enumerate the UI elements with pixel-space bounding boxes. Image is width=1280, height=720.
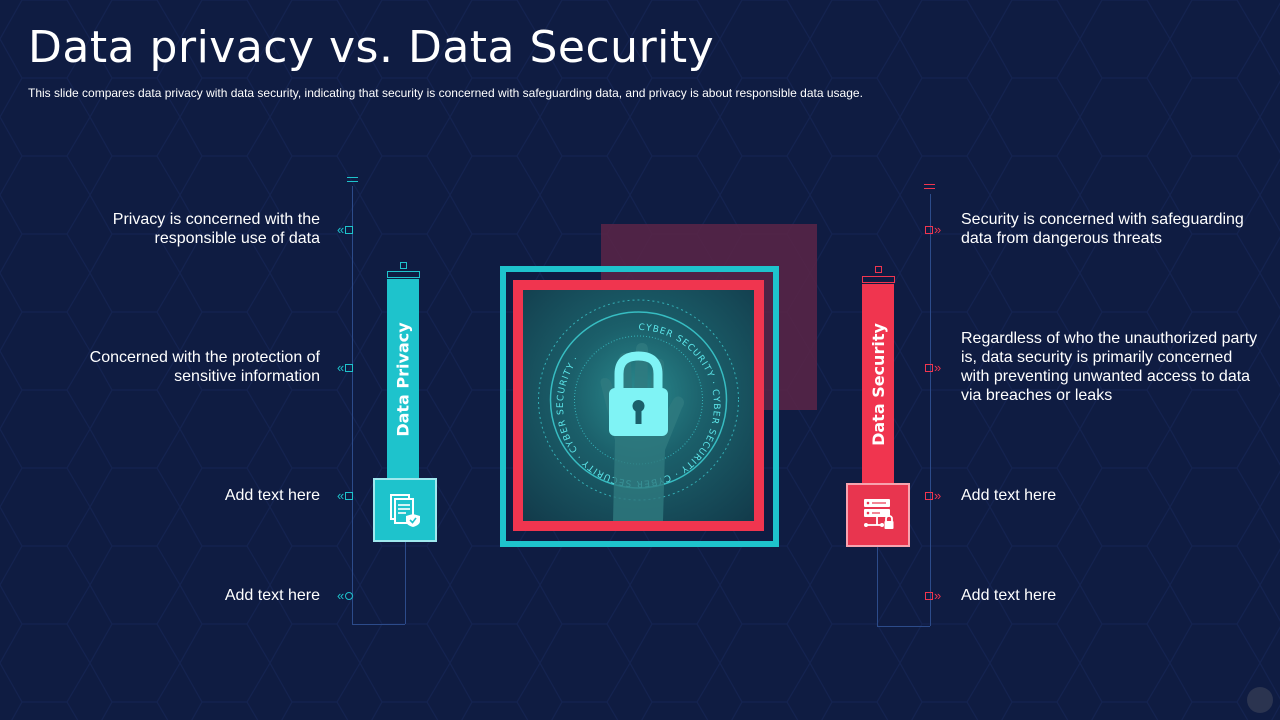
document-shield-icon	[390, 494, 420, 527]
cyber-security-illustration: CYBER SECURITY · CYBER SECURITY · CYBER …	[538, 299, 739, 521]
privacy-point-2: Concerned with the protection of sensiti…	[89, 349, 320, 385]
center-frame-outer	[500, 266, 779, 547]
privacy-label: Data Privacy	[393, 321, 413, 437]
security-label: Data Security	[868, 322, 888, 446]
privacy-marker-2: «	[337, 361, 354, 374]
privacy-point-3: Add text here	[224, 487, 320, 504]
privacy-timeline-base	[352, 624, 405, 625]
security-bar-cap	[862, 276, 895, 283]
security-timeline-connector	[877, 546, 878, 626]
security-marker-1: »	[925, 223, 941, 236]
privacy-bar-top-square	[400, 262, 407, 269]
security-marker-4: »	[925, 589, 941, 602]
security-point-4: Add text here	[961, 587, 1057, 604]
server-lock-icon	[864, 499, 894, 529]
privacy-timeline-connector	[405, 540, 406, 624]
security-marker-2: »	[925, 361, 941, 374]
privacy-bar-cap	[387, 271, 420, 278]
security-point-2: Regardless of who the unauthorized party…	[961, 330, 1258, 404]
privacy-point-1: Privacy is concerned with the responsibl…	[112, 211, 320, 247]
cyber-security-image: CYBER SECURITY · CYBER SECURITY · CYBER …	[513, 280, 764, 531]
security-point-1: Security is concerned with safeguarding …	[961, 211, 1244, 247]
security-label-bar: Data Security	[862, 284, 894, 484]
padlock-icon	[609, 351, 668, 436]
privacy-label-bar: Data Privacy	[387, 279, 419, 479]
page-subtitle: This slide compares data privacy with da…	[28, 86, 863, 100]
privacy-icon-box	[373, 478, 437, 542]
corner-nav-dot[interactable]	[1247, 687, 1273, 713]
privacy-timeline-cap	[347, 177, 358, 182]
security-marker-3: »	[925, 489, 941, 502]
privacy-marker-1: «	[337, 223, 354, 236]
security-bar-top-square	[875, 266, 882, 273]
privacy-marker-3: «	[337, 489, 354, 502]
security-timeline-line	[930, 194, 931, 626]
security-icon-box	[846, 483, 910, 547]
security-timeline-base	[877, 626, 930, 627]
page-title: Data privacy vs. Data Security	[28, 22, 715, 73]
privacy-timeline-line	[352, 186, 353, 624]
security-timeline-cap	[924, 184, 935, 189]
security-point-3: Add text here	[961, 487, 1057, 504]
privacy-point-4: Add text here	[224, 587, 320, 604]
privacy-marker-4: «	[337, 589, 354, 602]
